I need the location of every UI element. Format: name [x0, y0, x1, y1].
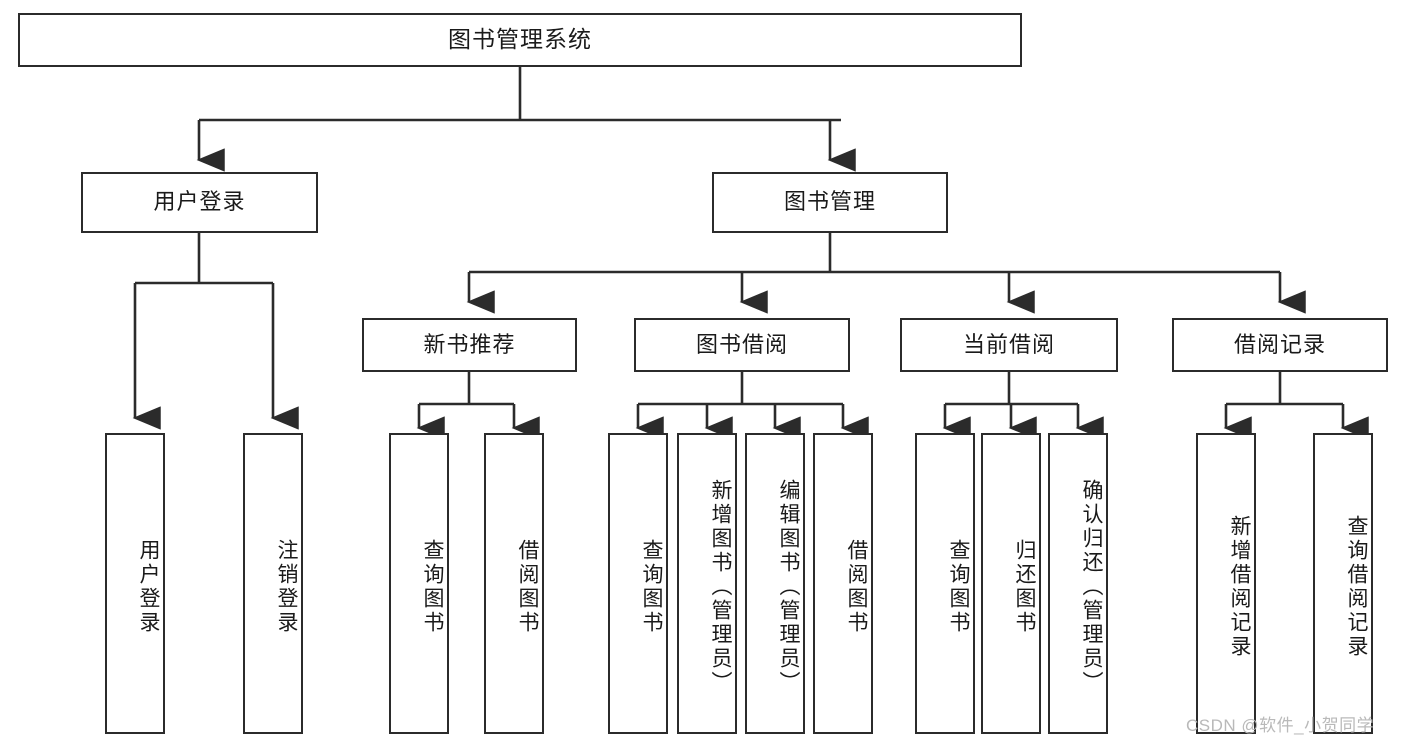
node-label: 归还图书 [1013, 538, 1036, 635]
node-label: 查询借阅记录 [1345, 514, 1368, 659]
leaf-current-confirm-return-admin[interactable]: 确认归还（管理员） [1048, 433, 1108, 734]
node-user-login[interactable]: 用户登录 [81, 172, 318, 233]
node-label: 借阅图书 [516, 538, 539, 635]
node-label: 确认归还（管理员） [1080, 478, 1103, 695]
node-new-book-recommend[interactable]: 新书推荐 [362, 318, 577, 372]
watermark-text: CSDN @软件_小贺同学 [1186, 716, 1375, 735]
node-label: 当前借阅 [962, 331, 1055, 357]
leaf-record-add-record[interactable]: 新增借阅记录 [1196, 433, 1256, 734]
node-label: 图书借阅 [695, 331, 788, 357]
leaf-record-query-record[interactable]: 查询借阅记录 [1313, 433, 1373, 734]
node-label: 编辑图书（管理员） [777, 478, 800, 695]
node-label: 图书管理系统 [448, 26, 592, 53]
node-book-management[interactable]: 图书管理 [712, 172, 948, 233]
leaf-user-login-login[interactable]: 用户登录 [105, 433, 165, 734]
node-label: 用户登录 [137, 538, 160, 635]
node-label: 新增图书（管理员） [709, 478, 732, 695]
node-book-borrow[interactable]: 图书借阅 [634, 318, 850, 372]
leaf-borrow-edit-book-admin[interactable]: 编辑图书（管理员） [745, 433, 805, 734]
leaf-recommend-borrow-book[interactable]: 借阅图书 [484, 433, 544, 734]
leaf-user-login-logout[interactable]: 注销登录 [243, 433, 303, 734]
node-label: 借阅记录 [1233, 331, 1326, 357]
node-label: 查询图书 [421, 538, 444, 635]
node-label: 借阅图书 [845, 538, 868, 635]
node-label: 注销登录 [275, 538, 298, 635]
leaf-borrow-query-book[interactable]: 查询图书 [608, 433, 668, 734]
node-borrow-record[interactable]: 借阅记录 [1172, 318, 1388, 372]
leaf-borrow-borrow-book[interactable]: 借阅图书 [813, 433, 873, 734]
node-current-borrow[interactable]: 当前借阅 [900, 318, 1118, 372]
node-label: 新书推荐 [423, 331, 516, 357]
node-label: 查询图书 [947, 538, 970, 635]
leaf-recommend-query-book[interactable]: 查询图书 [389, 433, 449, 734]
node-label: 新增借阅记录 [1228, 514, 1251, 659]
node-label: 图书管理 [783, 189, 876, 215]
leaf-borrow-add-book-admin[interactable]: 新增图书（管理员） [677, 433, 737, 734]
node-root-system[interactable]: 图书管理系统 [18, 13, 1022, 67]
leaf-current-query-book[interactable]: 查询图书 [915, 433, 975, 734]
node-label: 查询图书 [640, 538, 663, 635]
node-label: 用户登录 [153, 189, 246, 215]
leaf-current-return-book[interactable]: 归还图书 [981, 433, 1041, 734]
